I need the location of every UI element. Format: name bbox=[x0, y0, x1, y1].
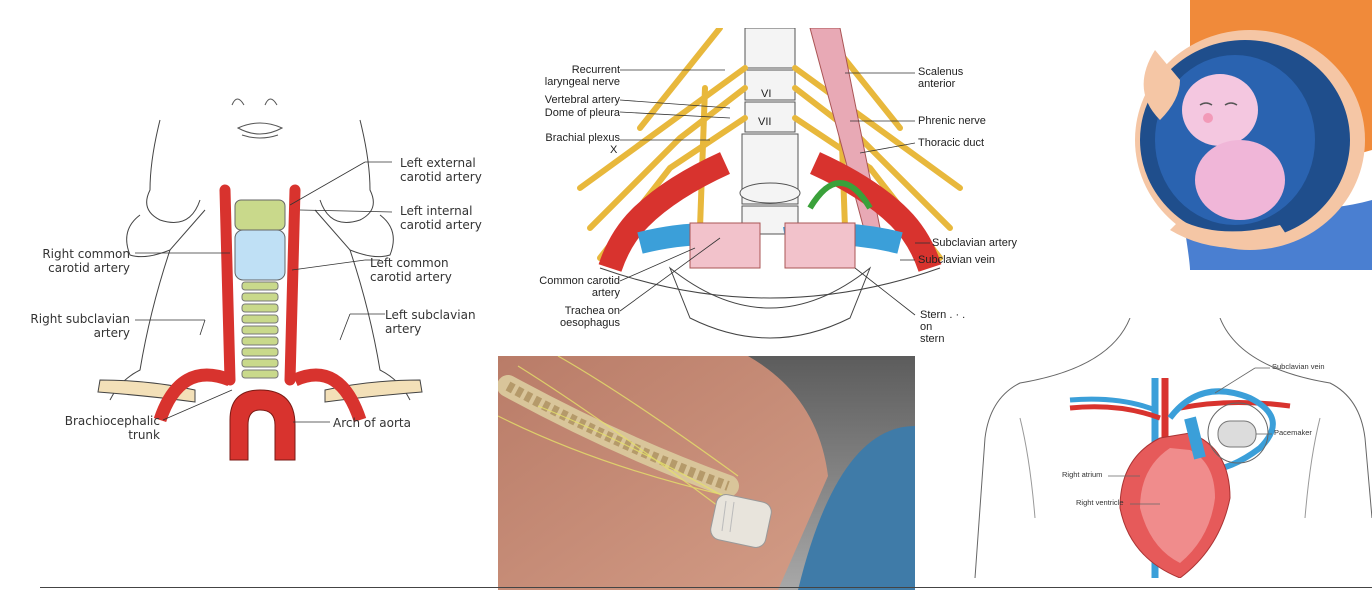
label-phrenic-nerve: Phrenic nerve bbox=[918, 115, 986, 127]
label-vertebral-artery: Vertebral artery bbox=[544, 94, 620, 106]
pregnancy-illustration-panel bbox=[1100, 0, 1372, 270]
pacemaker-diagram-panel: Subclavian vein Pacemaker Right atrium R… bbox=[960, 318, 1372, 578]
label-pacemaker: Pacemaker bbox=[1274, 428, 1312, 437]
label-vi: VI bbox=[761, 88, 772, 100]
label-brachial-plexus: Brachial plexus bbox=[545, 132, 620, 144]
label-dome-of-pleura: Dome of pleura bbox=[544, 107, 620, 119]
thoracic-inlet-illustration bbox=[577, 28, 963, 339]
carotid-diagram-illustration bbox=[97, 98, 423, 461]
label-thoracic-duct: Thoracic duct bbox=[918, 137, 985, 149]
label-subclavian-artery: Subclavian artery bbox=[932, 237, 1017, 249]
spinal-stimulator-render bbox=[498, 356, 915, 590]
label-right-ventricle: Right ventricle bbox=[1076, 498, 1124, 507]
spinal-stimulator-panel bbox=[498, 356, 915, 590]
bottom-divider bbox=[40, 587, 1372, 588]
label-subclavian-vein-pm: Subclavian vein bbox=[1272, 362, 1325, 371]
label-x: X bbox=[610, 144, 618, 156]
pacemaker-illustration bbox=[974, 318, 1372, 578]
label-arch-of-aorta: Arch of aorta bbox=[333, 416, 411, 430]
label-subclavian-vein: Subclavian vein bbox=[918, 254, 996, 266]
label-vii: VII bbox=[758, 116, 772, 128]
pregnancy-illustration bbox=[1100, 0, 1372, 270]
label-right-atrium: Right atrium bbox=[1062, 470, 1103, 479]
